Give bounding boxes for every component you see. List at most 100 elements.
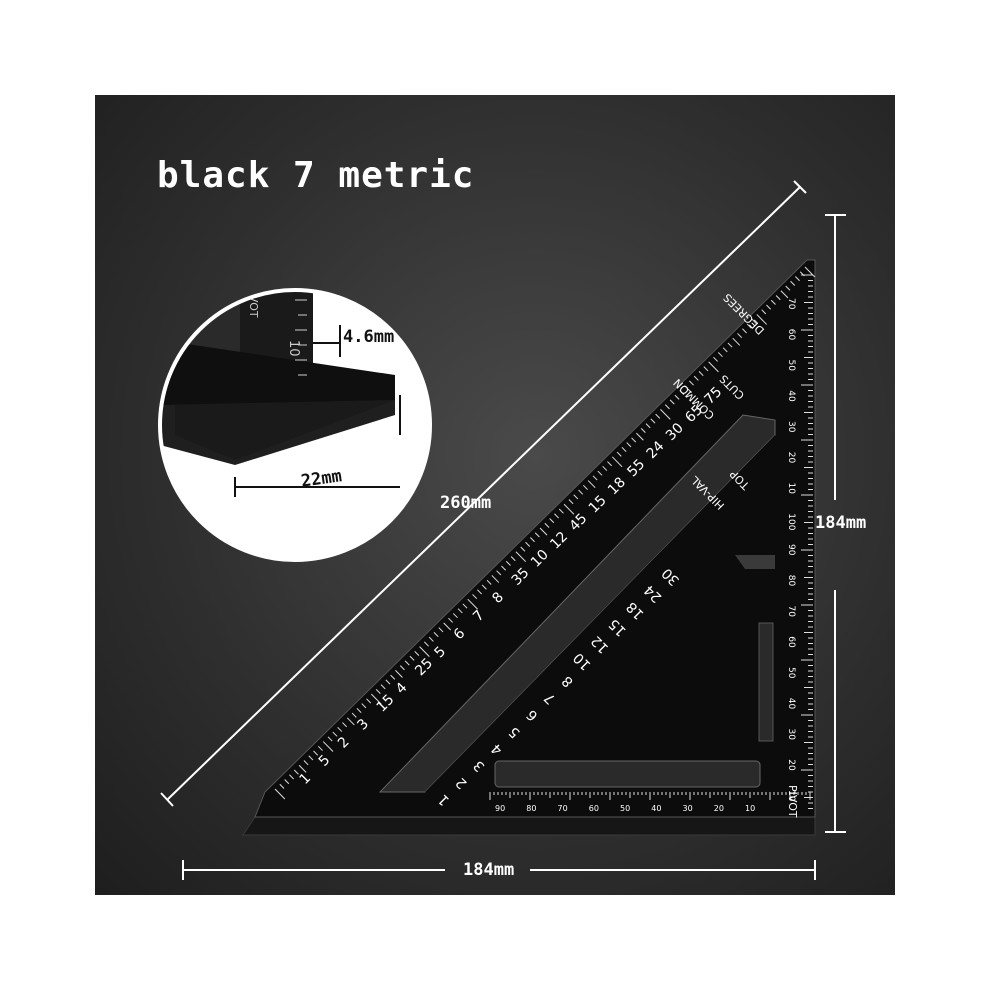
hypotenuse-tick [428, 636, 434, 642]
inset-pivot-label: PIVOT [247, 285, 260, 318]
dimension-lines [160, 180, 846, 880]
hypotenuse-tick [640, 427, 646, 433]
hypotenuse-tick [530, 537, 535, 543]
hypotenuse-tick [510, 556, 516, 562]
hypotenuse-tick [583, 484, 588, 490]
width-label: 184mm [463, 860, 515, 880]
hypotenuse-tick [703, 366, 709, 372]
hypotenuse-tick [573, 494, 579, 500]
hypotenuse-ticks [274, 266, 816, 800]
hypotenuse-tick [486, 579, 492, 585]
product-title: black 7 metric [157, 155, 475, 196]
hypotenuse-tick [274, 788, 286, 800]
hypotenuse-tick [727, 342, 733, 348]
hypotenuse-tick [607, 461, 613, 467]
hypotenuse-tick [390, 674, 396, 680]
hypotenuse-tick [732, 337, 741, 346]
hypotenuse-tick [289, 774, 295, 780]
hypotenuse-tick [520, 546, 526, 552]
hypotenuse-tick [693, 375, 699, 381]
hypotenuse-tick [597, 470, 603, 476]
hypotenuse-tick [346, 717, 355, 726]
hypotenuse-tick [409, 655, 415, 661]
right-edge-degree-label: 60 [786, 329, 796, 341]
hypotenuse-tick [689, 380, 694, 386]
hypotenuse-tick [592, 475, 598, 481]
bottom-edge-degree-label: 40 [651, 804, 661, 813]
hypotenuse-tick [761, 309, 767, 315]
hypotenuse-tick [698, 371, 704, 377]
hypotenuse-tick [318, 745, 323, 751]
right-edge-degree-label: 30 [786, 421, 796, 433]
bottom-edge-degree-label: 70 [558, 804, 568, 813]
right-edge-degree-label: 50 [786, 667, 796, 679]
hypotenuse-tick [602, 465, 608, 471]
right-edge-degree-label: 30 [786, 729, 796, 741]
hypotenuse-tick [337, 726, 343, 732]
bottom-edge-degree-label: 10 [745, 804, 755, 813]
hypotenuse-tick [568, 499, 574, 505]
hypotenuse-tick [611, 456, 623, 468]
hypotenuse-tick [452, 613, 458, 619]
right-edge-degree-label: 70 [786, 606, 796, 618]
right-edge-degree-label: 20 [786, 452, 796, 464]
hypotenuse-tick [650, 418, 656, 424]
hypotenuse-tick [746, 323, 752, 329]
hypotenuse-tick [713, 356, 719, 362]
hypotenuse-dimension-line [166, 186, 801, 801]
hypotenuse-tick [626, 442, 632, 448]
hypotenuse-tick [660, 409, 671, 420]
hypotenuse-tick [669, 399, 675, 405]
hypotenuse-tick [578, 489, 584, 495]
hypotenuse-tick [558, 508, 564, 514]
hypotenuse-tick [472, 594, 478, 600]
hypotenuse-tick [477, 589, 482, 595]
hypotenuse-tick [361, 703, 367, 709]
hypotenuse-tick [496, 570, 502, 576]
hypotenuse-tick [356, 707, 362, 713]
hypotenuse-tick [438, 627, 444, 633]
hypotenuse-tick [722, 347, 728, 353]
hypotenuse-tick [674, 394, 680, 400]
hypotenuse-length-label: 260mm [440, 493, 492, 513]
hypotenuse-tick [756, 314, 767, 325]
hypotenuse-tick [481, 584, 487, 590]
hypotenuse-tick [563, 503, 575, 515]
inset-blade-number-20: 20 [259, 270, 274, 287]
hypotenuse-tick [549, 518, 555, 524]
right-edge-ticks [801, 274, 813, 809]
hypotenuse-tick [790, 280, 796, 286]
hypotenuse-tick [298, 764, 307, 773]
hypotenuse-tick [380, 684, 386, 690]
hypotenuse-tick [684, 385, 692, 394]
right-edge-degree-label: 40 [786, 698, 796, 710]
inset-blade-number-10: 10 [286, 340, 301, 357]
hypotenuse-tick [424, 641, 429, 647]
hypotenuse-tick [395, 670, 403, 678]
hypotenuse-tick [664, 404, 670, 410]
hypotenuse-tick [385, 679, 391, 685]
hypotenuse-tick [303, 760, 309, 766]
right-edge-degree-label: 50 [786, 360, 796, 372]
hypotenuse-tick [375, 688, 381, 694]
thickness-label: 4.6mm [343, 327, 395, 347]
right-edge-degree-label: 80 [786, 575, 796, 587]
hypotenuse-tick [655, 413, 661, 419]
height-label: 184mm [815, 513, 867, 533]
hypotenuse-tick [308, 755, 314, 761]
hypotenuse-tick [366, 698, 372, 704]
hypotenuse-tick [404, 660, 410, 666]
hypotenuse-tick [751, 318, 757, 324]
hypotenuse-tick [645, 423, 651, 429]
hypotenuse-tick [313, 750, 319, 756]
hypotenuse-tick [621, 446, 627, 452]
hypotenuse-tick [525, 541, 531, 547]
hypotenuse-tick [467, 598, 478, 610]
hypotenuse-tick [717, 352, 723, 358]
hypotenuse-tick [679, 390, 685, 396]
